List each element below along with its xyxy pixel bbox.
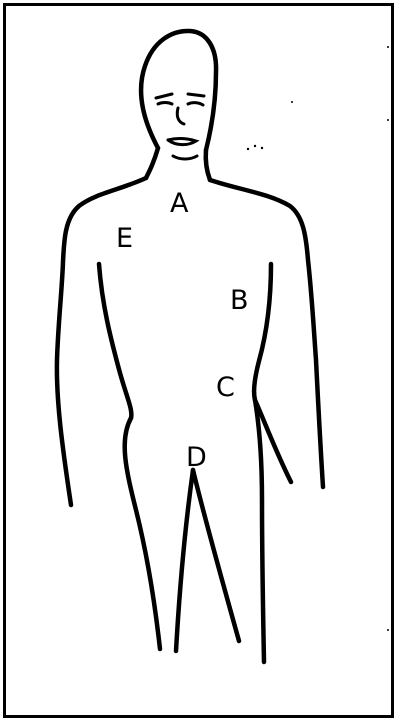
right-inner-leg <box>193 470 239 641</box>
label-d: D <box>186 444 207 471</box>
left-inner-arm <box>99 264 131 418</box>
left-eye <box>158 103 172 105</box>
left-brow <box>156 94 172 98</box>
nose <box>177 108 184 124</box>
neck-right <box>206 150 210 180</box>
right-torso-side <box>255 400 264 662</box>
neck-left <box>146 148 158 178</box>
left-torso-side <box>125 418 160 649</box>
label-e: E <box>116 225 133 252</box>
mouth <box>168 139 196 145</box>
chin <box>173 156 197 159</box>
label-a: A <box>170 190 188 217</box>
speckles <box>247 46 389 631</box>
head-outline <box>141 31 216 150</box>
label-c: C <box>216 374 235 401</box>
left-inner-leg <box>176 470 193 651</box>
label-b: B <box>230 287 249 314</box>
right-brow <box>188 94 204 96</box>
right-eye <box>188 103 203 105</box>
